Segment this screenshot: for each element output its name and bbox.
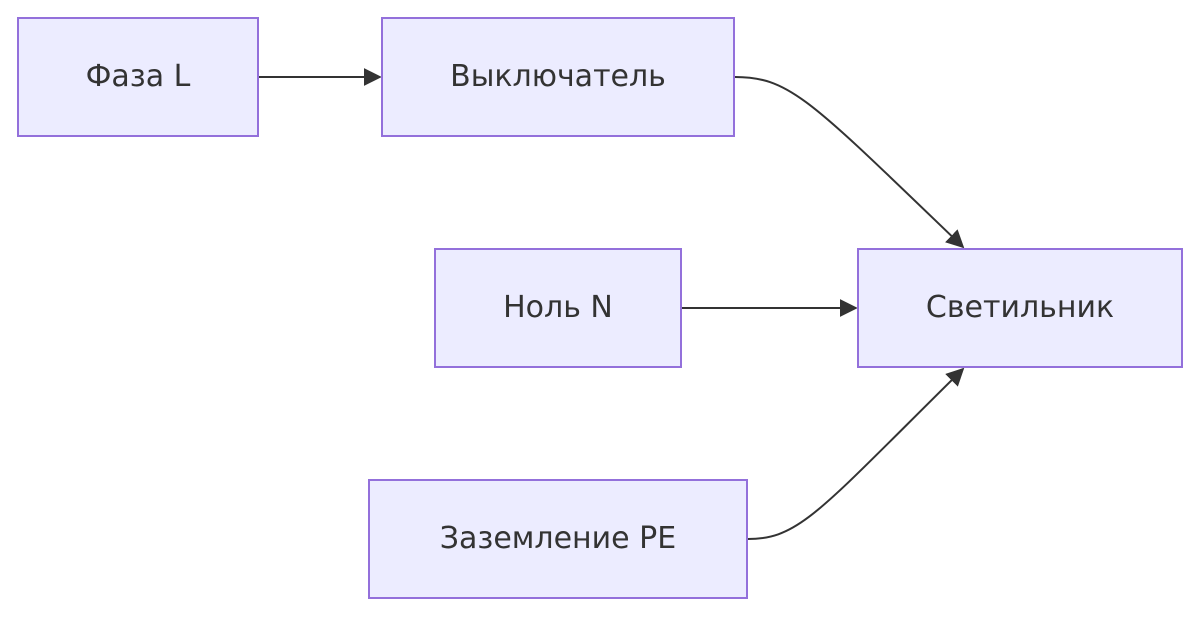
- node-neutral-n-label: Ноль N: [503, 290, 613, 325]
- node-ground-pe-label: Заземление PE: [439, 521, 677, 556]
- node-ground-pe: Заземление PE: [368, 479, 748, 599]
- node-phase-l-label: Фаза L: [85, 59, 191, 94]
- node-neutral-n: Ноль N: [434, 248, 682, 368]
- edge-switch-to-lamp: [734, 76, 965, 249]
- node-switch-label: Выключатель: [450, 59, 666, 94]
- edge-ground-to-lamp: [747, 367, 965, 540]
- node-lamp-label: Светильник: [925, 290, 1115, 325]
- node-phase-l: Фаза L: [17, 17, 259, 137]
- node-switch: Выключатель: [381, 17, 735, 137]
- node-lamp: Светильник: [857, 248, 1183, 368]
